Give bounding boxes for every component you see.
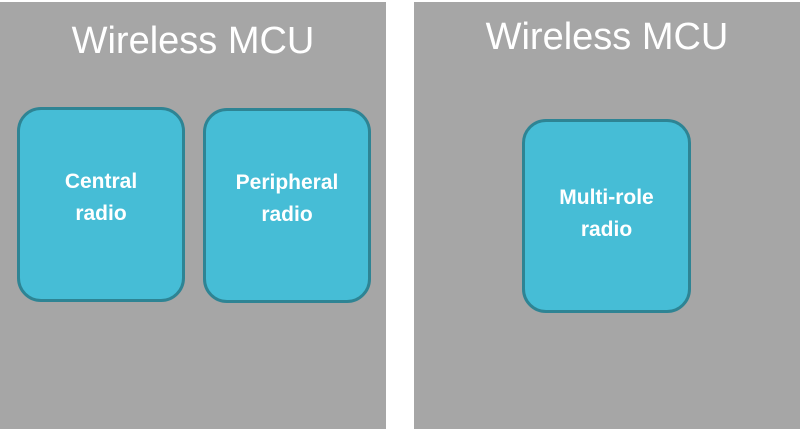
peripheral-radio-label: Peripheral radio bbox=[235, 170, 339, 226]
central-radio-label: Central radio bbox=[64, 169, 138, 225]
multi-role-radio-box: Multi-role radio bbox=[522, 119, 691, 313]
central-radio-box: Central radio bbox=[17, 107, 185, 302]
peripheral-radio-box: Peripheral radio bbox=[203, 108, 371, 303]
panel-title: Wireless MCU bbox=[485, 16, 729, 58]
wireless-mcu-panel-right: Wireless MCU Multi-role radio bbox=[414, 2, 800, 429]
wireless-mcu-panel-left: Wireless MCU Central radio Peripheral ra… bbox=[0, 2, 386, 429]
panel-title: Wireless MCU bbox=[71, 20, 315, 62]
multi-role-radio-label: Multi-role radio bbox=[559, 185, 654, 241]
